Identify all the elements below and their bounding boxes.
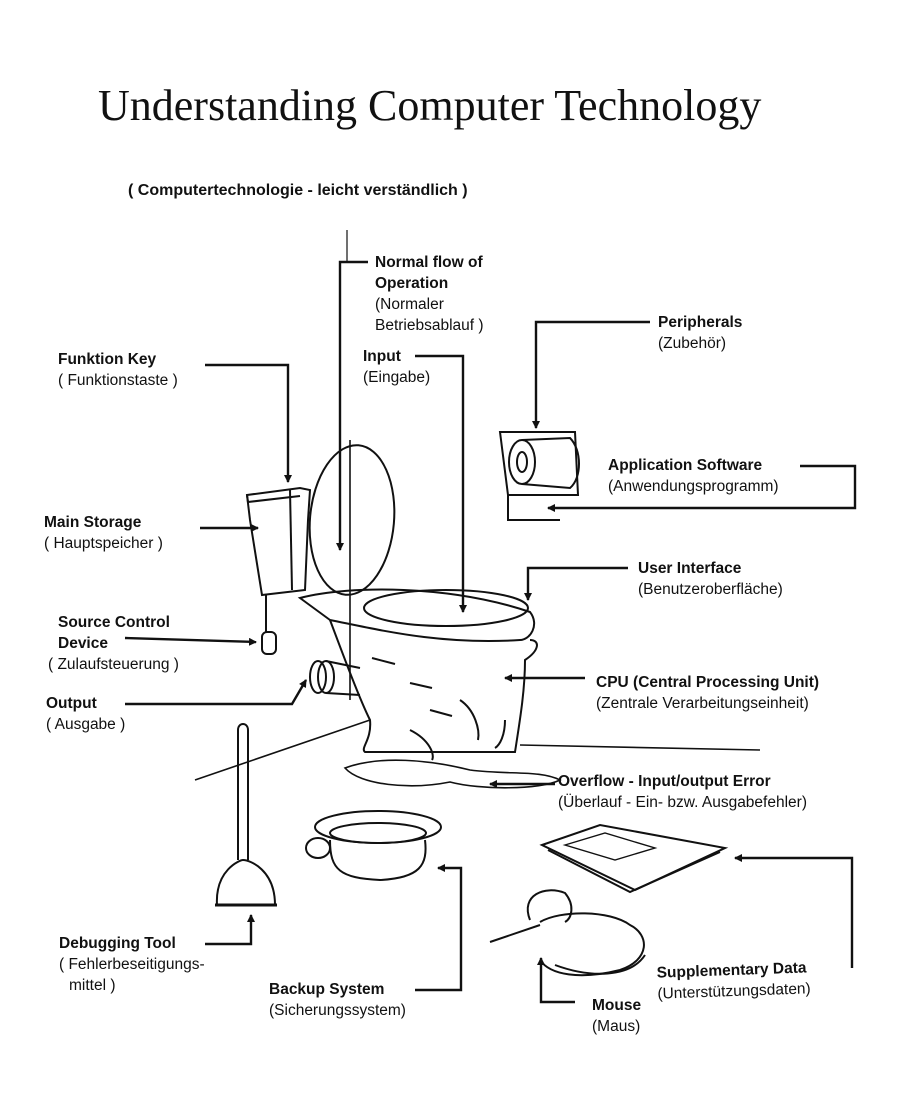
label-application-software-en: Application Software [608,457,763,474]
arrow-output [125,679,306,704]
label-funktion-key-en: Funktion Key [58,351,157,368]
arrow-backup-system [415,864,461,990]
arrow-user-interface [524,568,628,601]
label-backup-system-de: (Sicherungssystem) [269,1002,406,1019]
label-user-interface: User Interface (Benutzeroberfläche) [638,558,783,600]
label-normal-flow-en-1: Normal flow of [375,254,483,271]
valve-icon [262,595,276,654]
label-cpu: CPU (Central Processing Unit) (Zentrale … [596,672,819,714]
newspaper-icon [542,825,725,892]
label-funktion-key: Funktion Key ( Funktionstaste ) [58,349,178,391]
label-cpu-en: CPU (Central Processing Unit) [596,674,820,691]
page-title: Understanding Computer Technology [98,81,762,130]
arrow-supplementary-data [734,854,852,968]
label-debugging-tool: Debugging Tool ( Fehlerbeseitigungs- mit… [59,933,205,996]
label-main-storage-en: Main Storage [44,514,142,531]
label-application-software: Application Software (Anwendungsprogramm… [608,455,779,497]
label-input-en: Input [363,348,401,365]
label-backup-system: Backup System (Sicherungssystem) [269,979,406,1021]
arrow-application-software [547,466,855,512]
puddle-icon [345,760,560,788]
label-main-storage: Main Storage ( Hauptspeicher ) [44,512,163,554]
arrow-source-control [125,638,257,646]
label-supplementary-data: Supplementary Data (Unterstützungsdaten) [656,957,811,1004]
label-peripherals-de: (Zubehör) [658,335,727,352]
label-output: Output ( Ausgabe ) [46,693,125,735]
label-mouse-de: (Maus) [592,1018,641,1035]
label-source-control-de: ( Zulaufsteuerung ) [48,656,179,673]
label-source-control-en-1: Source Control [58,614,170,631]
arrow-peripherals [532,322,650,429]
label-mouse-en: Mouse [592,997,642,1014]
label-overflow-de: (Überlauf - Ein- bzw. Ausgabefehler) [558,794,807,811]
label-peripherals: Peripherals (Zubehör) [658,312,742,354]
toilet-tank-icon [247,488,310,595]
label-user-interface-en: User Interface [638,560,742,577]
label-input: Input (Eingabe) [363,346,430,388]
label-output-en: Output [46,695,97,712]
label-output-de: ( Ausgabe ) [46,716,126,733]
label-source-control: Source Control Device ( Zulaufsteuerung … [48,612,179,675]
label-mouse: Mouse (Maus) [592,995,641,1037]
toilet-lid-icon [304,442,401,599]
arrow-debugging-tool [205,914,255,944]
label-application-software-de: (Anwendungsprogramm) [608,478,779,495]
page-subtitle: ( Computertechnologie - leicht verständl… [128,182,468,199]
label-normal-flow-en-2: Operation [375,275,449,292]
label-funktion-key-de: ( Funktionstaste ) [58,372,178,389]
label-cpu-de: (Zentrale Verarbeitungseinheit) [596,695,809,712]
drain-pipe-icon [310,661,360,695]
label-peripherals-en: Peripherals [658,314,743,331]
label-debugging-tool-de-2: mittel ) [69,977,116,994]
label-normal-flow-de-1: (Normaler [375,296,444,313]
toilet-bowl-icon [300,590,537,760]
label-debugging-tool-de-1: ( Fehlerbeseitigungs- [59,956,205,973]
arrow-normal-flow [336,262,368,551]
label-main-storage-de: ( Hauptspeicher ) [44,535,163,552]
chamber-pot-icon [306,811,441,880]
label-normal-flow: Normal flow of Operation (Normaler Betri… [375,252,484,336]
label-debugging-tool-en: Debugging Tool [59,935,176,952]
label-user-interface-de: (Benutzeroberfläche) [638,581,783,598]
room-lines [195,440,760,780]
label-overflow: Overflow - Input/output Error (Überlauf … [558,771,807,813]
label-source-control-en-2: Device [58,635,108,652]
arrow-mouse [537,957,575,1002]
computer-mouse-icon [490,890,645,975]
label-backup-system-en: Backup System [269,981,385,998]
arrow-input [415,356,467,613]
label-overflow-en: Overflow - Input/output Error [558,773,771,790]
label-input-de: (Eingabe) [363,369,431,386]
plunger-icon [215,724,277,905]
arrow-funktion-key [205,365,292,483]
leader-arrows [125,230,855,1002]
label-normal-flow-de-2: Betriebsablauf ) [375,317,484,334]
toilet-paper-icon [500,432,579,520]
